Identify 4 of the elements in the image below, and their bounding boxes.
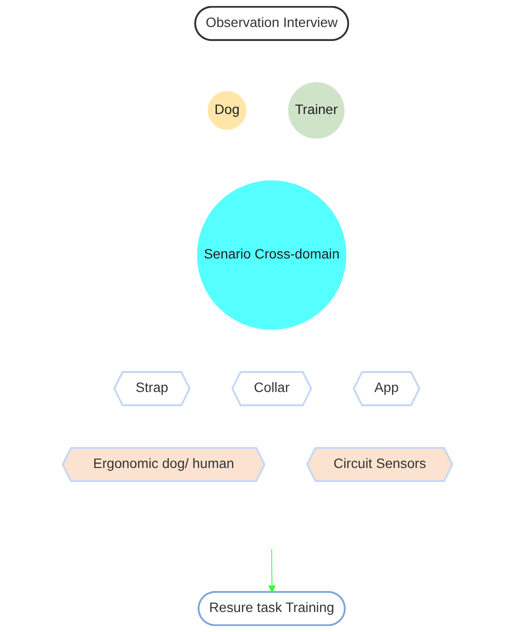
node-circle: Dog (208, 91, 247, 130)
node-circle: Senario Cross-domain (197, 180, 347, 330)
node-circle: Trainer (288, 82, 345, 139)
arrow (268, 548, 276, 593)
